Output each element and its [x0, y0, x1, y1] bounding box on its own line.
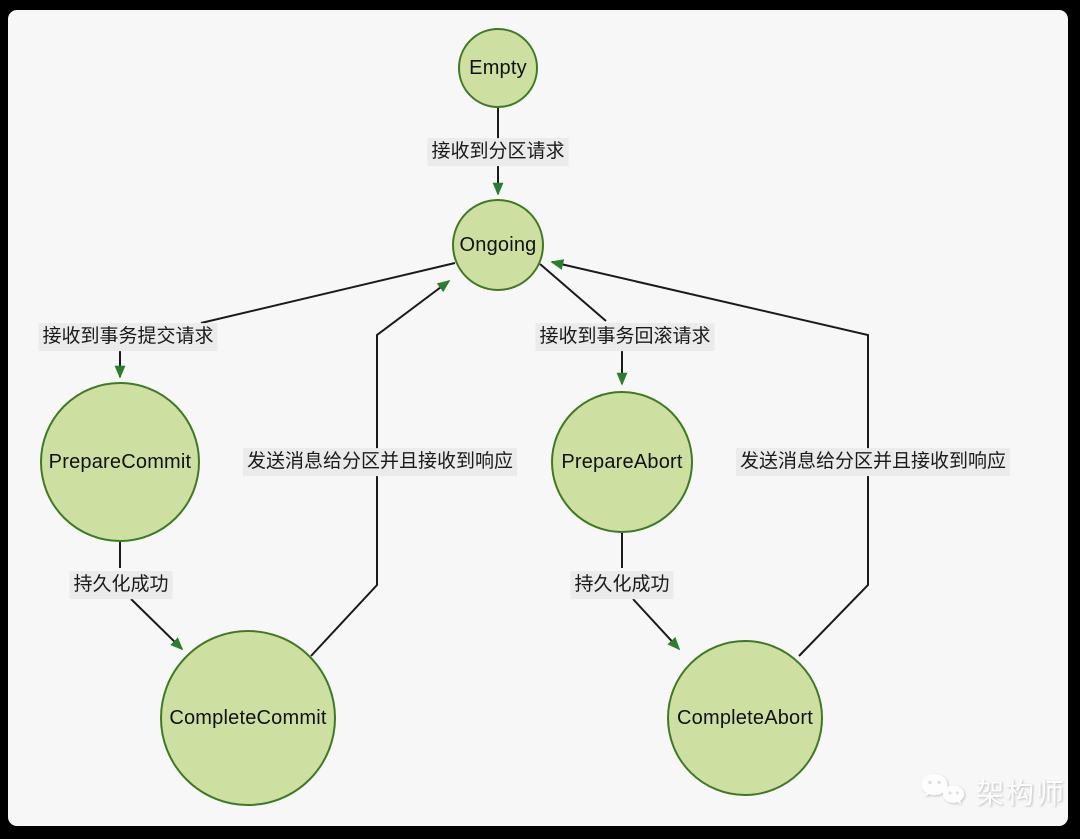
edge-label-send-message-response-left: 发送消息给分区并且接收到响应: [242, 448, 518, 476]
edge-label-send-message-response-right: 发送消息给分区并且接收到响应: [735, 448, 1011, 476]
edge-label-persist-success-right: 持久化成功: [570, 571, 674, 599]
watermark: 架构师: [920, 772, 1066, 812]
state-node-prepare-abort: PrepareAbort: [551, 391, 693, 533]
state-diagram-canvas: Empty Ongoing PrepareCommit CompleteComm…: [8, 10, 1068, 826]
watermark-text: 架构师: [976, 778, 1067, 809]
edge-label-receive-partition-request: 接收到分区请求: [427, 138, 569, 166]
state-node-prepare-commit: PrepareCommit: [40, 382, 200, 542]
state-node-complete-commit: CompleteCommit: [160, 630, 336, 806]
edge-label-persist-success-left: 持久化成功: [69, 571, 173, 599]
edge-ongoing-prepareabort-a: [539, 263, 607, 322]
edge-prepareabort-completeabort-b: [632, 598, 681, 651]
wechat-icon: [920, 772, 966, 812]
edge-ongoing-preparecommit-a: [200, 262, 456, 324]
edge-label-receive-rollback-request: 接收到事务回滚请求: [535, 323, 715, 351]
state-node-complete-abort: CompleteAbort: [667, 640, 823, 796]
edge-preparecommit-completecommit-b: [130, 598, 184, 651]
state-node-ongoing: Ongoing: [452, 199, 544, 291]
edge-label-receive-commit-request: 接收到事务提交请求: [38, 323, 218, 351]
state-node-empty: Empty: [458, 28, 538, 108]
